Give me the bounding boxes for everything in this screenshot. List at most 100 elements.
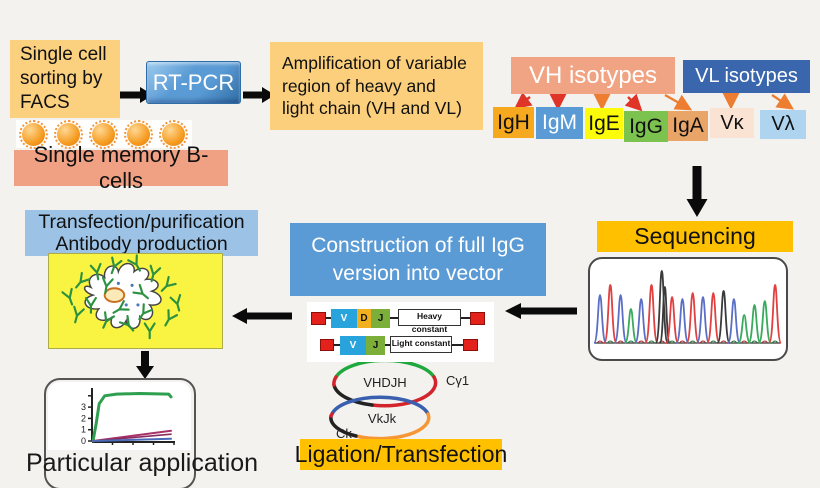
cell-speck <box>124 303 128 307</box>
isotype-vlambda: Vλ <box>760 110 806 139</box>
plasmid-heavy-constant-label: Cγ1 <box>446 373 470 388</box>
terminator-block <box>470 312 485 325</box>
y-tick-label: 0 <box>81 436 86 446</box>
isotype-iga: IgA <box>668 111 708 141</box>
trace-peak <box>658 286 671 344</box>
chromatogram-panel <box>588 257 788 361</box>
antibody-y-icon <box>143 322 156 340</box>
memory-bcell-icon <box>124 120 153 149</box>
heavy-constant-box: Heavy constant <box>398 309 461 334</box>
trace-peak <box>696 296 710 344</box>
trace-peak <box>603 284 618 344</box>
isotype-igm: IgM <box>536 107 583 139</box>
antibody-y-icon <box>160 275 177 292</box>
light-constant-box: Light constant <box>390 336 452 353</box>
amplification-box: Amplification of variable region of heav… <box>270 42 483 130</box>
heavy-j-segment: J <box>371 309 390 328</box>
antibody-y-icon <box>84 296 97 314</box>
light-chain-plasmid <box>329 395 431 441</box>
vl-isotypes-header: VL isotypes <box>683 60 810 93</box>
y-tick-label: 1 <box>81 425 86 435</box>
promoter-block <box>311 312 326 325</box>
connector-line <box>334 344 340 346</box>
trace-peak <box>634 298 649 344</box>
plasmid-light-insert-label: VkJk <box>367 411 397 426</box>
memory-bcell-icon <box>159 120 188 149</box>
ligation-box: Ligation/Transfection <box>295 439 507 470</box>
trace-peak <box>757 300 772 344</box>
antibody-y-icon <box>102 311 116 329</box>
trace-peak <box>644 284 659 344</box>
single-memory-bcells-box: Single memory B-cells <box>14 142 228 193</box>
connector-line <box>326 317 331 319</box>
arrow-construction-to-transfection <box>232 308 292 324</box>
trace-peak <box>675 298 690 344</box>
cell-speck <box>130 283 134 287</box>
trace-peak <box>706 292 721 344</box>
trace-peak <box>747 304 762 344</box>
trace-peak <box>727 298 741 344</box>
connector-line <box>452 344 463 346</box>
isotype-arrows <box>514 92 794 112</box>
trace-peak <box>654 270 669 344</box>
arrow-rtpcr-to-amplification <box>243 87 275 103</box>
arrow-down-to-application <box>136 351 154 379</box>
antibody-y-icon <box>110 256 123 275</box>
light-j-segment: J <box>366 336 385 355</box>
promoter-block <box>320 339 334 351</box>
antibody-y-icon <box>138 303 153 321</box>
vdj-construct-panel: V D J Heavy constant V J Light constant <box>307 302 494 362</box>
application-binding-graph: 01 23 <box>81 388 175 446</box>
isotype-ige: IgE <box>585 108 623 139</box>
trace-peak <box>593 294 607 344</box>
cell-nucleus <box>103 287 126 303</box>
connector-line <box>385 344 390 346</box>
heavy-d-segment: D <box>357 309 371 328</box>
transfection-line1: Transfection/purification <box>38 210 245 233</box>
secreted-antibodies <box>61 254 182 340</box>
vh-isotypes-header: VH isotypes <box>511 57 675 94</box>
antibody-producing-cell-illustration <box>61 254 182 340</box>
arrow-sequencing-to-construction <box>505 303 577 319</box>
trace-peak <box>665 296 679 344</box>
trace-peak <box>737 314 752 344</box>
facs-sorting-box: Single cell sorting by FACS <box>10 40 120 118</box>
isotype-igh: IgH <box>493 107 534 138</box>
plasmid-heavy-insert-label: VHDJH <box>363 375 407 390</box>
antibody-y-icon <box>73 305 85 324</box>
antibody-y-icon <box>89 262 102 281</box>
antibody-y-icon <box>112 300 130 314</box>
connector-line <box>390 317 398 319</box>
transfection-line2: Antibody production <box>55 233 228 255</box>
y-tick-label: 3 <box>81 402 86 412</box>
antibody-y-icon <box>127 254 141 272</box>
sequencing-box: Sequencing <box>597 221 793 252</box>
light-v-segment: V <box>340 336 366 355</box>
application-title: Particular application <box>26 449 259 477</box>
trace-peak <box>613 294 628 344</box>
trace-peak <box>624 308 638 344</box>
y-tick-label: 2 <box>81 413 86 423</box>
trace-peak <box>768 284 782 344</box>
memory-bcell-icon <box>19 120 48 149</box>
antibody-y-icon <box>164 309 179 327</box>
antibody-y-icon <box>169 293 182 312</box>
trace-peak <box>716 290 731 344</box>
construction-box: Construction of full IgG version into ve… <box>290 223 546 296</box>
antibody-y-icon <box>101 276 114 295</box>
construction-line1: Construction of full IgG <box>311 234 525 258</box>
antibody-y-icon <box>61 287 74 306</box>
transfection-box: Transfection/purification Antibody produ… <box>25 210 258 256</box>
heavy-v-segment: V <box>331 309 357 328</box>
isotype-vkappa: Vκ <box>710 108 754 138</box>
trace-peak <box>685 292 700 344</box>
series-control-3 <box>92 437 172 442</box>
antibody-y-icon <box>132 283 149 300</box>
arrow-facs-to-rtpcr <box>120 87 153 103</box>
memory-bcell-icon <box>89 120 118 149</box>
antibody-y-icon <box>75 271 91 289</box>
rtpcr-box: RT-PCR <box>146 61 241 104</box>
cell-culture-panel <box>48 253 223 349</box>
